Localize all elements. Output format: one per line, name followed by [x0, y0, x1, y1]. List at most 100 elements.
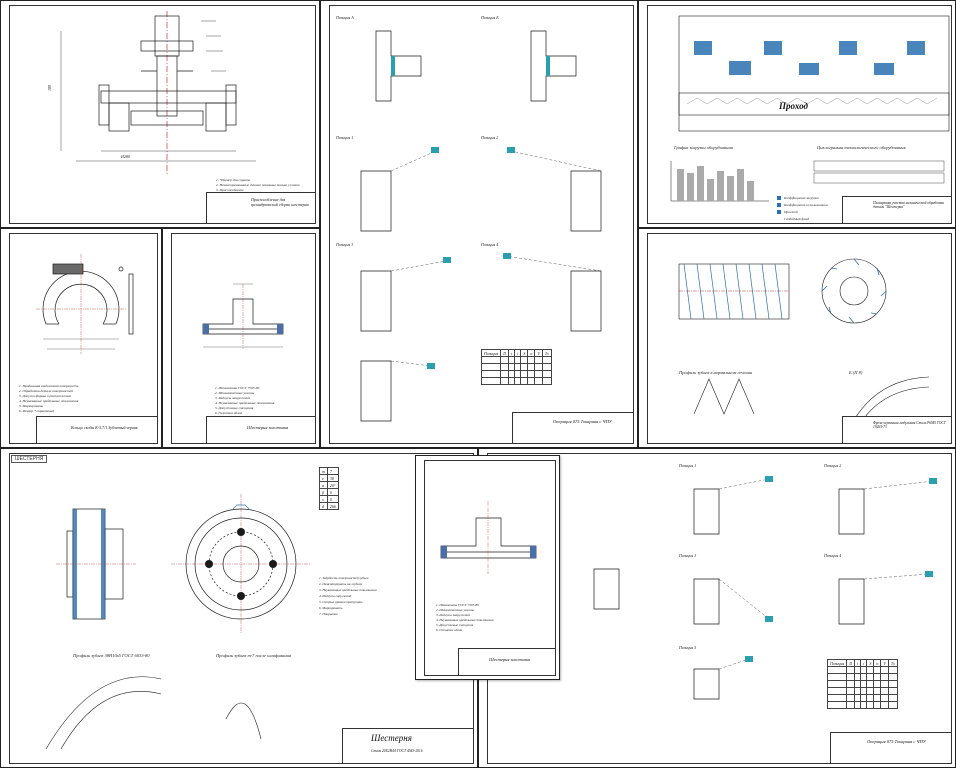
legend-item: Простой [783, 209, 798, 214]
table-header-cell: V [534, 349, 543, 357]
drawing-sheet-gear-blank: 1. Штамповка ГОСТ 7505-89 2. Штамповочны… [162, 228, 320, 448]
title-block-text: Операция 075 Токарная с ЧПУ [867, 739, 926, 744]
svg-text:180: 180 [47, 85, 52, 91]
title-block-text: Кольцо скобы К-5,7/1 Зубчатый червяк [71, 425, 138, 430]
drawing-sheet-cnc-operation: Позиция А Позиция Б Позиция 1 Позиция 2 … [320, 0, 638, 448]
gear-profile-caption: Профиль зубьев m-7 после шлифования [215, 653, 291, 658]
sheet-frame [647, 5, 952, 224]
svg-text:3. Приспособление: 3. Приспособление [216, 188, 244, 192]
title-block: Фреза червячная модульная Сталь Р6М5 ГОС… [842, 416, 952, 444]
table-header-cell: D [500, 349, 510, 357]
gear-blank-drawing: 1. Штамповка ГОСТ 7505-89 2. Штамповочны… [202, 283, 284, 415]
legend-item: Свободный фонд [784, 216, 809, 221]
svg-text:2. Цементировать на глубину: 2. Цементировать на глубину [319, 582, 363, 586]
svg-text:Ø280: Ø280 [120, 154, 130, 159]
drawing-sheet-ring: 1. Продольная отделочная поверхность 2. … [0, 228, 162, 448]
svg-text:1. Твёрдость поверхностей зубь: 1. Твёрдость поверхностей зубьев [319, 575, 369, 580]
svg-text:2. Обработка детали поверхност: 2. Обработка детали поверхностей [19, 388, 73, 393]
ring-drawing: 1. Продольная отделочная поверхность 2. … [19, 254, 134, 413]
legend-item: Коэффициент загрузки [783, 196, 819, 200]
title-block-text: Шестерня заготовка [489, 657, 531, 662]
spline-profile-caption: Профиль зубьев 38Н10х5 ГОСТ 6033-80 [72, 653, 150, 658]
technical-notes: 1. Твёрдость поверхностей зубьев 2. Цеме… [319, 575, 377, 616]
legend-item: Коэффициент использования [783, 203, 828, 207]
title-block: Операция 075 Токарная с ЧПУ [830, 732, 952, 764]
title-block-text: Операция 075 Токарная с ЧПУ [553, 419, 612, 424]
title-block-text: Фреза червячная модульная Сталь Р6М5 ГОС… [873, 421, 946, 429]
section-caption: Б (П 8) [848, 370, 863, 375]
title-block-text: Планировка участка механической обработк… [873, 201, 945, 209]
svg-text:3. Допуски формы и расположени: 3. Допуски формы и расположения [19, 394, 71, 398]
title-block: Шестерня заготовка [458, 648, 556, 676]
svg-text:5. Допустимые смещения: 5. Допустимые смещения [215, 406, 254, 410]
svg-text:7. Покрытие: 7. Покрытие [319, 612, 338, 616]
position-label-3: Позиция 3 [335, 242, 353, 247]
svg-text:3. Радиусы закруглений: 3. Радиусы закруглений [215, 395, 250, 400]
cnc-operation-sketches: Позиция А Позиция Б Позиция 1 Позиция 2 … [335, 15, 602, 422]
gear-blank-drawing: 1. Штамповка ГОСТ 7505-89 2. Штамповочны… [436, 501, 537, 632]
cyclogram-title: Циклограмма технологического оборудовани… [816, 145, 906, 150]
title-block-material: Сталь 20Х2Н4А ГОСТ 4543-2016 [371, 749, 423, 753]
title-block: Кольцо скобы К-5,7/1 Зубчатый червяк [36, 416, 158, 444]
cutting-modes-table: Позиция D t i S n V To [480, 349, 552, 385]
svg-text:3. Радиусы закруглений: 3. Радиусы закруглений [436, 612, 470, 617]
drawing-sheet-gear: ШЕСТЕРНЯ [0, 448, 478, 768]
view-label-a: Позиция А [335, 15, 354, 20]
title-block: Планировка участка механической обработк… [842, 196, 952, 224]
view-label-b: Позиция Б [480, 15, 499, 20]
svg-text:5. Острые кромки притупить: 5. Острые кромки притупить [319, 600, 363, 604]
drawing-sheet-gear-blank-2: 1. Штамповка ГОСТ 7505-89 2. Штамповочны… [415, 455, 560, 680]
svg-text:2. Штамповочные уклоны: 2. Штамповочные уклоны [436, 608, 475, 612]
drawing-sheet-hob-cutter: Профиль зубьев в нормальном сечении Б (П… [638, 228, 956, 448]
svg-text:2. Незаштрихованные детали пок: 2. Незаштрихованные детали показаны толь… [216, 183, 300, 187]
position-label-4: Позиция 4 [823, 553, 841, 558]
drawing-sheet-fixture: Ø280 180 1. *Размер для справок 2. Незаш… [0, 0, 320, 228]
svg-text:1. Штамповка ГОСТ 7505-89: 1. Штамповка ГОСТ 7505-89 [436, 603, 479, 607]
svg-text:1. *Размер для справок: 1. *Размер для справок [216, 178, 251, 182]
svg-text:6. Маркировать: 6. Маркировать [319, 606, 343, 610]
title-block-text: Приспособление для цилиндрической сборки… [251, 197, 309, 207]
load-chart-title: График загрузки оборудования [673, 145, 733, 150]
svg-text:2. Штамповочные уклоны: 2. Штамповочные уклоны [215, 391, 255, 395]
svg-text:4. Неуказанные предельные откл: 4. Неуказанные предельные отклонения [19, 399, 79, 403]
svg-text:6. Остатки облоя: 6. Остатки облоя [436, 628, 463, 632]
title-block: Приспособление для цилиндрической сборки… [206, 192, 316, 224]
table-header-cell: Позиция [480, 349, 502, 357]
position-label-5: Позиция 5 [678, 645, 696, 650]
svg-text:4. Радиусы скруглений: 4. Радиусы скруглений [319, 593, 352, 598]
gear-part-drawing: Профиль зубьев 38Н10х5 ГОСТ 6033-80 Проф… [45, 494, 311, 750]
svg-text:5. Маркировать: 5. Маркировать [19, 404, 44, 408]
position-label-4: Позиция 4 [480, 242, 498, 247]
svg-text:4. Неуказанные предельные откл: 4. Неуказанные предельные отклонения [215, 401, 275, 405]
title-block-text: Шестерня заготовка [247, 425, 289, 430]
svg-text:1. Штамповка ГОСТ 7505-89: 1. Штамповка ГОСТ 7505-89 [215, 386, 259, 390]
svg-text:5. Допустимые смещения: 5. Допустимые смещения [436, 623, 474, 627]
svg-text:4. Неуказанные предельные откл: 4. Неуказанные предельные отклонения [436, 618, 494, 622]
sheet-side-tab: ШЕСТЕРНЯ [11, 455, 48, 463]
tooth-profile-caption: Профиль зубьев в нормальном сечении [678, 370, 753, 375]
drawing-sheet-layout: Проход График загрузки оборудования Цикл… [638, 0, 956, 228]
title-block: Шестерня заготовка [206, 416, 316, 444]
svg-text:6. Размер * справочный: 6. Размер * справочный [19, 408, 54, 413]
svg-text:3. Неуказанные предельные откл: 3. Неуказанные предельные отклонения [319, 588, 377, 592]
table-header-cell: S [520, 349, 529, 357]
fixture-assembly-drawing: Ø280 180 1. *Размер для справок 2. Незаш… [47, 11, 300, 197]
position-label-1: Позиция 1 [678, 463, 696, 468]
svg-text:6. Остатки облоя: 6. Остатки облоя [215, 411, 242, 415]
layout-plan: Проход График загрузки оборудования Цикл… [670, 15, 950, 221]
sheet-frame [9, 5, 316, 224]
position-label-2: Позиция 2 [480, 135, 498, 140]
title-block: Шестерня Сталь 20Х2Н4А ГОСТ 4543-2016 [342, 728, 474, 764]
sheet-frame [647, 233, 952, 444]
title-block-text: Шестерня [371, 733, 412, 743]
aisle-label: Проход [778, 101, 808, 111]
table-header-cell: To [541, 349, 552, 357]
svg-text:1. Продольная отделочная повер: 1. Продольная отделочная поверхность [19, 384, 79, 388]
position-label-3: Позиция 3 [678, 553, 696, 558]
position-label-1: Позиция 1 [335, 135, 353, 140]
position-label-2: Позиция 2 [823, 463, 841, 468]
sheet-frame [329, 5, 634, 444]
title-block: Операция 075 Токарная с ЧПУ [512, 412, 634, 444]
